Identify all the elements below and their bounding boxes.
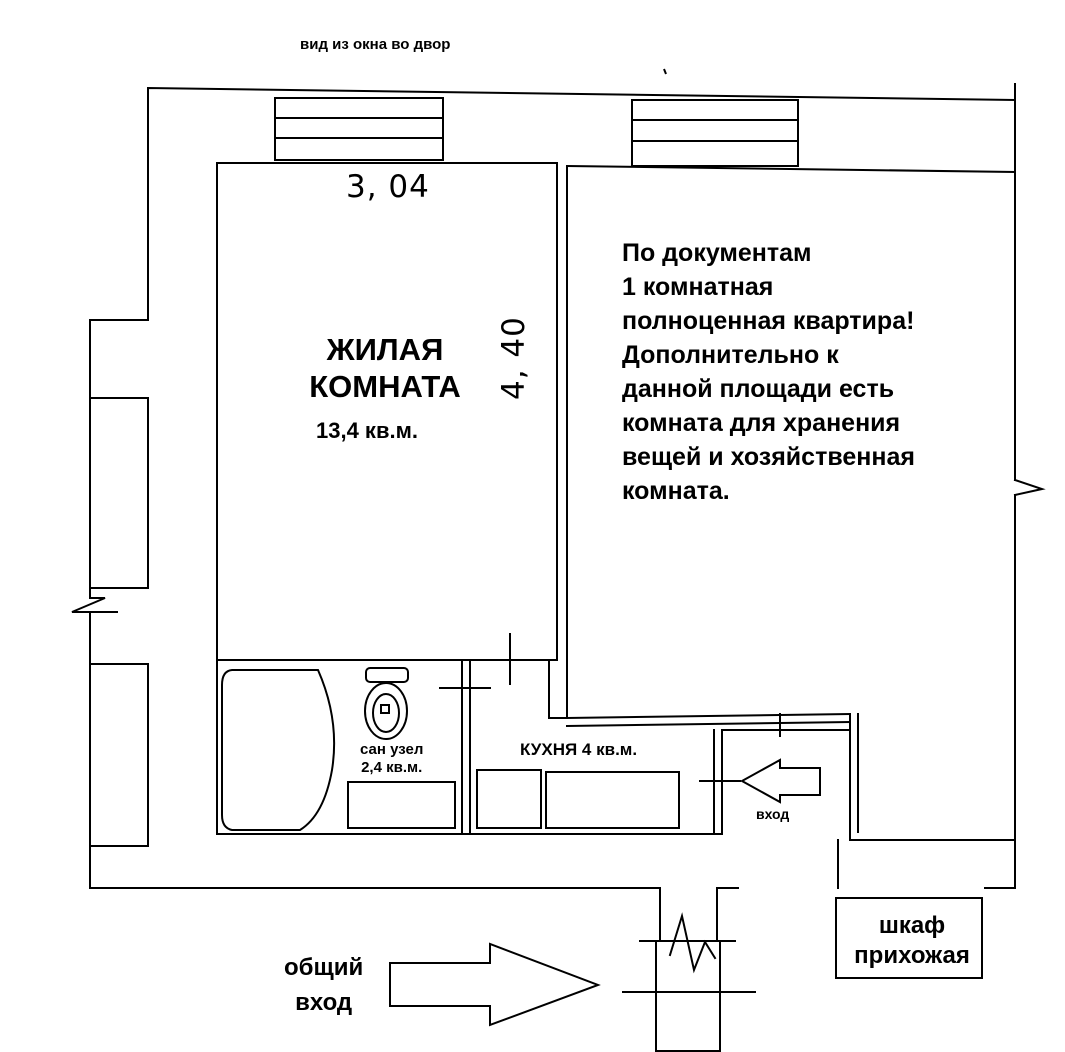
living-room-area: 13,4 кв.м. bbox=[316, 418, 418, 443]
window-right bbox=[631, 99, 799, 167]
bathtub-icon bbox=[221, 669, 336, 831]
kitchen-label: КУХНЯ 4 кв.м. bbox=[520, 740, 638, 759]
living-room-name-line1: ЖИЛАЯ bbox=[326, 332, 444, 367]
closet-box bbox=[835, 897, 983, 979]
corridor bbox=[622, 912, 756, 1052]
length-dimension: 4, 40 bbox=[496, 316, 532, 400]
bathroom-area: 2,4 кв.м. bbox=[361, 759, 423, 776]
note-line: комната. bbox=[622, 477, 730, 505]
note-line: комната для хранения bbox=[622, 409, 901, 437]
bathroom-label: сан узел 2,4 кв.м. bbox=[360, 741, 423, 777]
closet-line2: прихожая bbox=[854, 942, 970, 969]
toilet-icon bbox=[364, 667, 409, 740]
note-line: Дополнительно к bbox=[622, 341, 839, 369]
arrow-left-icon bbox=[739, 758, 821, 804]
common-entry-label: общий вход bbox=[284, 951, 363, 1021]
living-room-name-line2: КОМНАТА bbox=[309, 368, 461, 404]
width-dimension: 3, 04 bbox=[346, 169, 430, 205]
note-line: полноценная квартира! bbox=[622, 307, 915, 335]
window-left-wall-upper bbox=[89, 397, 149, 589]
note-line: 1 комнатная bbox=[622, 273, 774, 301]
storage-room-walls bbox=[548, 659, 1016, 841]
closet-label: шкаф прихожая bbox=[842, 911, 982, 971]
small-mark bbox=[663, 68, 667, 75]
kitchen-stove bbox=[545, 771, 680, 829]
door-marks bbox=[439, 633, 781, 782]
note-line: вещей и хозяйственная bbox=[622, 443, 915, 471]
view-caption: вид из окна во двор bbox=[300, 36, 451, 53]
note-line: По документам bbox=[622, 239, 812, 267]
bathroom-name: сан узел bbox=[360, 741, 424, 758]
kitchen-sink bbox=[476, 769, 542, 829]
note-line: данной площади есть bbox=[622, 375, 895, 403]
common-entry-line2: вход bbox=[295, 988, 353, 1016]
window-left bbox=[274, 97, 444, 161]
document-note: По документам 1 комнатная полноценная кв… bbox=[622, 236, 915, 508]
common-entry-line1: общий bbox=[284, 954, 364, 981]
arrow-right-icon bbox=[389, 942, 601, 1027]
living-room-name: ЖИЛАЯ КОМНАТА bbox=[300, 332, 470, 405]
bathroom-sink bbox=[347, 781, 456, 829]
entry-label: вход bbox=[756, 806, 790, 822]
closet-line1: шкаф bbox=[878, 912, 946, 939]
window-left-wall-lower bbox=[89, 663, 149, 847]
